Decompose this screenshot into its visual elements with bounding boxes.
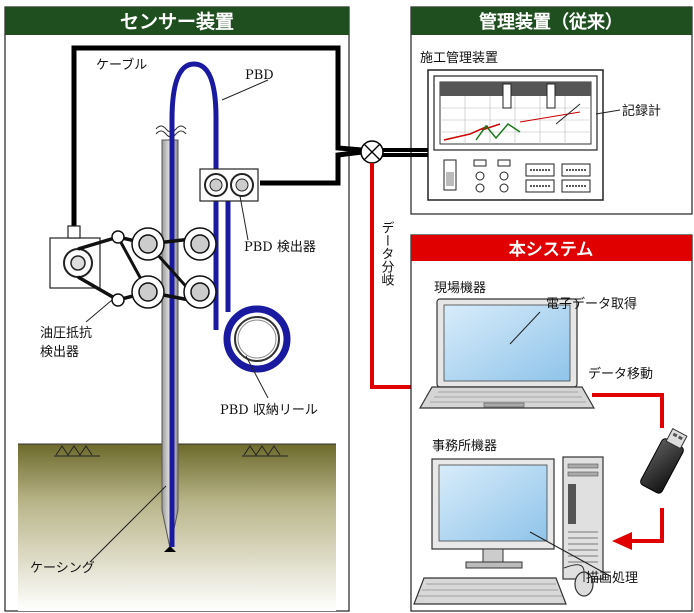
recorder-device <box>427 69 604 201</box>
casing-label: ケーシング <box>30 561 95 576</box>
cable <box>71 45 363 228</box>
hydraulic-label-2: 検出器 <box>40 345 79 360</box>
laptop <box>418 298 596 409</box>
system-panel-header <box>411 235 692 261</box>
pbd-reel-label: PBD 収納リール <box>220 403 318 418</box>
management-panel: 管理装置（従来） 施工管理装置 <box>410 6 693 215</box>
desktop-monitor <box>431 458 555 569</box>
office-device-label: 事務所機器 <box>432 439 497 454</box>
pbd-band <box>169 61 219 547</box>
data-move-arrow <box>612 532 632 550</box>
data-move-return <box>630 508 664 543</box>
sensor-panel-title: センサー装置 <box>120 10 234 33</box>
management-panel-header <box>411 7 692 35</box>
usb-drive <box>640 428 688 494</box>
data-move-line <box>592 393 664 428</box>
recorder-label: 記録計 <box>622 103 661 119</box>
cable-label: ケーブル <box>96 57 147 73</box>
ground-hatch-left <box>54 445 100 457</box>
field-device-label: 現場機器 <box>434 281 486 296</box>
branch-connector <box>360 140 428 164</box>
pbd-detector-label: PBD 検出器 <box>244 240 316 255</box>
detector-cable <box>260 149 363 186</box>
system-panel-title: 本システム <box>509 239 594 260</box>
construction-mgmt-label: 施工管理装置 <box>420 51 498 66</box>
drawing-process-label: 描画処理 <box>586 571 638 586</box>
mouse <box>563 564 594 597</box>
pbd-reel <box>223 305 291 373</box>
pbd-detector <box>199 168 259 202</box>
sensor-leaders <box>85 79 269 563</box>
pc-tower <box>562 456 604 580</box>
roller-assembly <box>77 227 217 309</box>
keyboard <box>413 577 567 605</box>
data-move-label: データ移動 <box>588 366 653 382</box>
management-panel-title: 管理装置（従来） <box>479 11 623 33</box>
ground-hatch-right <box>242 445 288 457</box>
data-branch-label: データ分岐 <box>379 221 395 286</box>
pbd-label: PBD <box>245 68 274 83</box>
hydraulic-label-1: 油圧抵抗 <box>40 326 92 341</box>
sensor-panel: センサー装置 <box>4 6 363 612</box>
digital-acquisition-label: 電子データ取得 <box>546 296 637 312</box>
system-panel: 本システム 現場機器 電子データ取得 データ移動 事務所機器 <box>410 234 693 612</box>
sensor-panel-header <box>5 7 349 35</box>
